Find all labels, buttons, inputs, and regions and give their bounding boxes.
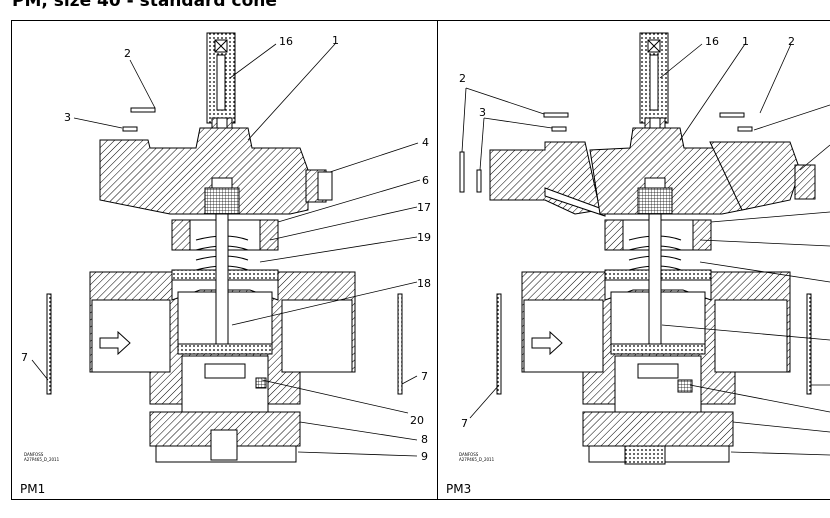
- drawing-stamp-pm3: DANFOSS A27P465_D_2011: [459, 452, 494, 462]
- callout-7-left: 7: [21, 351, 28, 364]
- callout-8: 8: [421, 433, 428, 446]
- callout-7: 7: [461, 417, 468, 430]
- callout-3: 3: [479, 106, 486, 119]
- valve-section-pm1: [46, 32, 403, 463]
- callout-7-right: 7: [421, 370, 428, 383]
- pm1-leaders: [31, 43, 421, 457]
- stamp-line-2: A27P465_D_2011: [459, 457, 495, 462]
- drawing-stamp-pm1: DANFOSS A27P465_D_2011: [24, 452, 59, 462]
- callout-2: 2: [124, 47, 131, 60]
- callout-3: 3: [64, 111, 71, 124]
- callout-2-right: 2: [788, 35, 795, 48]
- callout-1: 1: [332, 34, 339, 47]
- valve-section-pm3: [459, 32, 816, 465]
- figure-frame: [11, 20, 830, 500]
- callout-19: 19: [417, 231, 431, 244]
- panel-label-pm1: PM1: [20, 482, 46, 496]
- callout-18: 18: [417, 277, 431, 290]
- pm3-callouts: 16 1 2 2 3 7: [459, 35, 795, 430]
- callout-6: 6: [422, 174, 429, 187]
- callout-16: 16: [279, 35, 293, 48]
- panel-divider: [437, 20, 438, 500]
- callout-20: 20: [410, 414, 424, 427]
- panel-label-pm3: PM3: [446, 482, 472, 496]
- stamp-line-1: DANFOSS: [24, 452, 44, 457]
- callout-1: 1: [742, 35, 749, 48]
- callout-17: 17: [417, 201, 431, 214]
- pm3-leaders: [461, 43, 830, 456]
- callout-9: 9: [421, 450, 428, 463]
- pm1-callouts: 16 1 2 3 4 6 17 19 18 7 7 20 8 9: [21, 34, 431, 463]
- callout-2-left: 2: [459, 72, 466, 85]
- callout-16: 16: [705, 35, 719, 48]
- stamp-line-1: DANFOSS: [459, 452, 479, 457]
- page-title: PM, size 40 - standard cone: [12, 0, 277, 11]
- stamp-line-2: A27P465_D_2011: [24, 457, 60, 462]
- callout-4: 4: [422, 136, 429, 149]
